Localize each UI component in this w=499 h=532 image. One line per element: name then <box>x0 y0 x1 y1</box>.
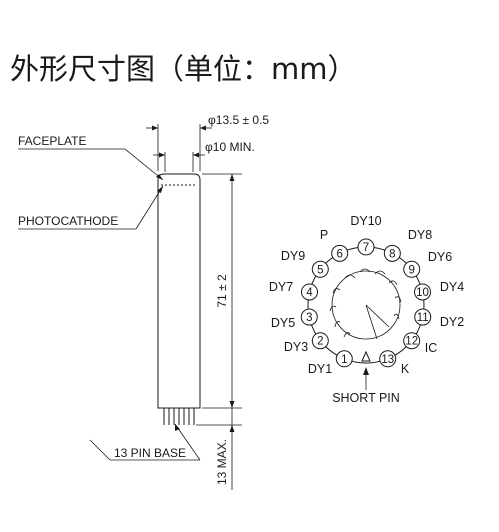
tube-outline <box>157 124 201 409</box>
pin-name: IC <box>425 341 438 355</box>
pin-name: DY4 <box>440 280 464 294</box>
pin-length-dimension: 13 MAX. <box>196 408 242 490</box>
pin-circle <box>335 350 353 368</box>
tube-pins <box>163 408 195 425</box>
page-title: 外形尺寸图（单位：mm） <box>10 52 357 86</box>
diameter-label: φ13.5 ± 0.5 <box>208 113 269 127</box>
pin-number: 2 <box>317 336 323 348</box>
pin-3: 3 DY5 <box>271 308 318 330</box>
pin-10: 10 DY4 <box>414 280 464 301</box>
pin-circle <box>379 350 397 368</box>
pin-circle <box>403 260 421 278</box>
pin-12: 12 IC <box>403 332 438 355</box>
pin-number: 11 <box>417 312 429 324</box>
pin-name: DY10 <box>350 214 381 228</box>
pin-name: DY1 <box>308 362 332 376</box>
pin-name: DY5 <box>271 316 295 330</box>
pin-circle <box>311 260 329 278</box>
pin-number: 3 <box>306 312 312 324</box>
pin-name: DY9 <box>281 249 305 263</box>
pin-circle <box>383 244 401 262</box>
pin-circle <box>300 308 318 326</box>
pin-number: 1 <box>341 354 347 366</box>
faceplate-label: FACEPLATE <box>18 134 86 148</box>
pin-number: 9 <box>409 264 415 276</box>
pin-9: 9 DY6 <box>403 250 452 278</box>
pin-name: DY3 <box>284 340 308 354</box>
window-label: φ10 MIN. <box>205 140 255 154</box>
leader-lines: FACEPLATE PHOTOCATHODE 13 PIN BASE <box>18 134 201 461</box>
pin-number: 12 <box>405 336 418 348</box>
pin-5: 5 DY9 <box>281 249 329 278</box>
short-pin-label: SHORT PIN <box>332 391 400 405</box>
window-dimension: φ10 MIN. <box>153 140 255 158</box>
pin-length-label: 13 MAX. <box>215 439 229 485</box>
pin-6: 6P <box>320 228 349 262</box>
pin-number: 13 <box>381 354 394 366</box>
pin-number: 8 <box>389 248 395 260</box>
pin-4: 4 DY7 <box>269 280 318 301</box>
base-label: 13 PIN BASE <box>114 446 186 460</box>
pin-2: 2 DY3 <box>284 332 329 354</box>
pin-name: DY7 <box>269 280 293 294</box>
pin-circle <box>414 308 432 326</box>
pin-circle <box>414 283 432 301</box>
pin-8: 8 DY8 <box>383 228 432 262</box>
pin-7: 7 DY10 <box>350 214 382 256</box>
pin-number: 5 <box>317 264 323 276</box>
photocathode-label: PHOTOCATHODE <box>18 214 118 228</box>
pin-11: 11 DY2 <box>414 308 464 329</box>
length-label: 71 ± 2 <box>215 274 229 308</box>
pin-number: 4 <box>306 287 313 299</box>
pin-name: K <box>401 362 410 376</box>
pin-name: DY2 <box>440 315 464 329</box>
pin-circle <box>403 332 421 350</box>
pin-name: P <box>320 228 328 242</box>
pin-name: DY6 <box>428 250 452 264</box>
length-dimension: 71 ± 2 <box>202 173 242 409</box>
pin-number: 6 <box>336 248 342 260</box>
pin-circle <box>300 283 318 301</box>
pin-13: 13K <box>379 350 410 376</box>
pin-circle <box>357 238 375 256</box>
pin-number: 10 <box>416 287 429 299</box>
pin-circle <box>331 244 349 262</box>
diameter-dimension: φ13.5 ± 0.5 <box>146 113 269 131</box>
pin-number: 7 <box>363 242 369 254</box>
pin-name: DY8 <box>408 228 432 242</box>
pin-circle <box>311 332 329 350</box>
